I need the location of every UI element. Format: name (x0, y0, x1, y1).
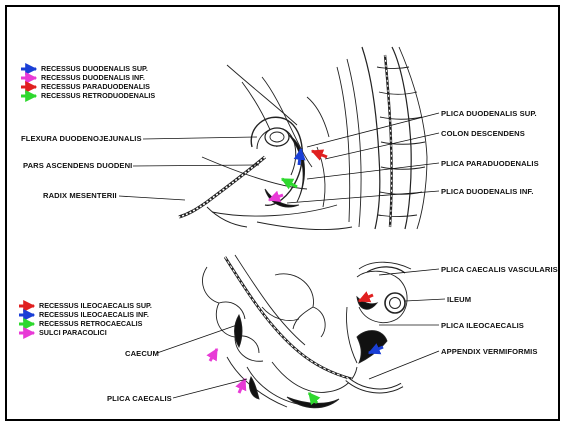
arrow-retrocaecalis (309, 393, 317, 403)
legend-paraduodenalis: RECESSUS PARADUODENALIS (41, 83, 150, 91)
label-plica-caecalis-vascularis: PLICA CAECALIS VASCULARIS (441, 265, 558, 274)
label-plica-ileocaecalis: PLICA ILEOCAECALIS (441, 321, 524, 330)
label-plica-duodenalis-inf: PLICA DUODENALIS INF. (441, 187, 534, 196)
label-colon-descendens: COLON DESCENDENS (441, 129, 525, 138)
label-plica-duodenalis-sup: PLICA DUODENALIS SUP. (441, 109, 537, 118)
bottom-leader-lines (157, 269, 445, 398)
figure-frame: RECESSUS DUODENALIS SUP. RECESSUS DUODEN… (5, 5, 560, 421)
legend-retroduodenalis: RECESSUS RETRODUODENALIS (41, 92, 155, 100)
ileocaecal-region-drawing (203, 255, 411, 408)
label-plica-caecalis: PLICA CAECALIS (107, 394, 172, 403)
legend-duodenalis-sup: RECESSUS DUODENALIS SUP. (41, 65, 148, 73)
legend-ileocaecalis-sup: RECESSUS ILEOCAECALIS SUP. (39, 302, 152, 310)
legend-top-arrows (21, 69, 36, 96)
arrow-duodenalis-sup (299, 149, 301, 165)
label-caecum: CAECUM (125, 349, 159, 358)
legend-retrocaecalis: RECESSUS RETROCAECALIS (39, 320, 142, 328)
legend-bottom-arrows (19, 306, 34, 333)
arrow-paraduodenalis (312, 151, 327, 157)
label-appendix-vermiformis: APPENDIX VERMIFORMIS (441, 347, 538, 356)
arrow-paracolici-1 (210, 349, 217, 361)
legend-sulci-paracolici: SULCI PARACOLICI (39, 329, 107, 337)
legend-duodenalis-inf: RECESSUS DUODENALIS INF. (41, 74, 145, 82)
legend-ileocaecalis-inf: RECESSUS ILEOCAECALIS INF. (39, 311, 149, 319)
label-pars-ascendens-duodeni: PARS ASCENDENS DUODENI (23, 161, 132, 170)
arrow-ileocaecalis-sup (359, 295, 373, 301)
top-recess-arrows (269, 149, 327, 200)
label-plica-paraduodenalis: PLICA PARADUODENALIS (441, 159, 539, 168)
label-flexura-duodenojejunalis: FLEXURA DUODENOJEJUNALIS (21, 134, 142, 143)
label-ileum: ILEUM (447, 295, 471, 304)
label-radix-mesenterii: RADIX MESENTERII (43, 191, 117, 200)
